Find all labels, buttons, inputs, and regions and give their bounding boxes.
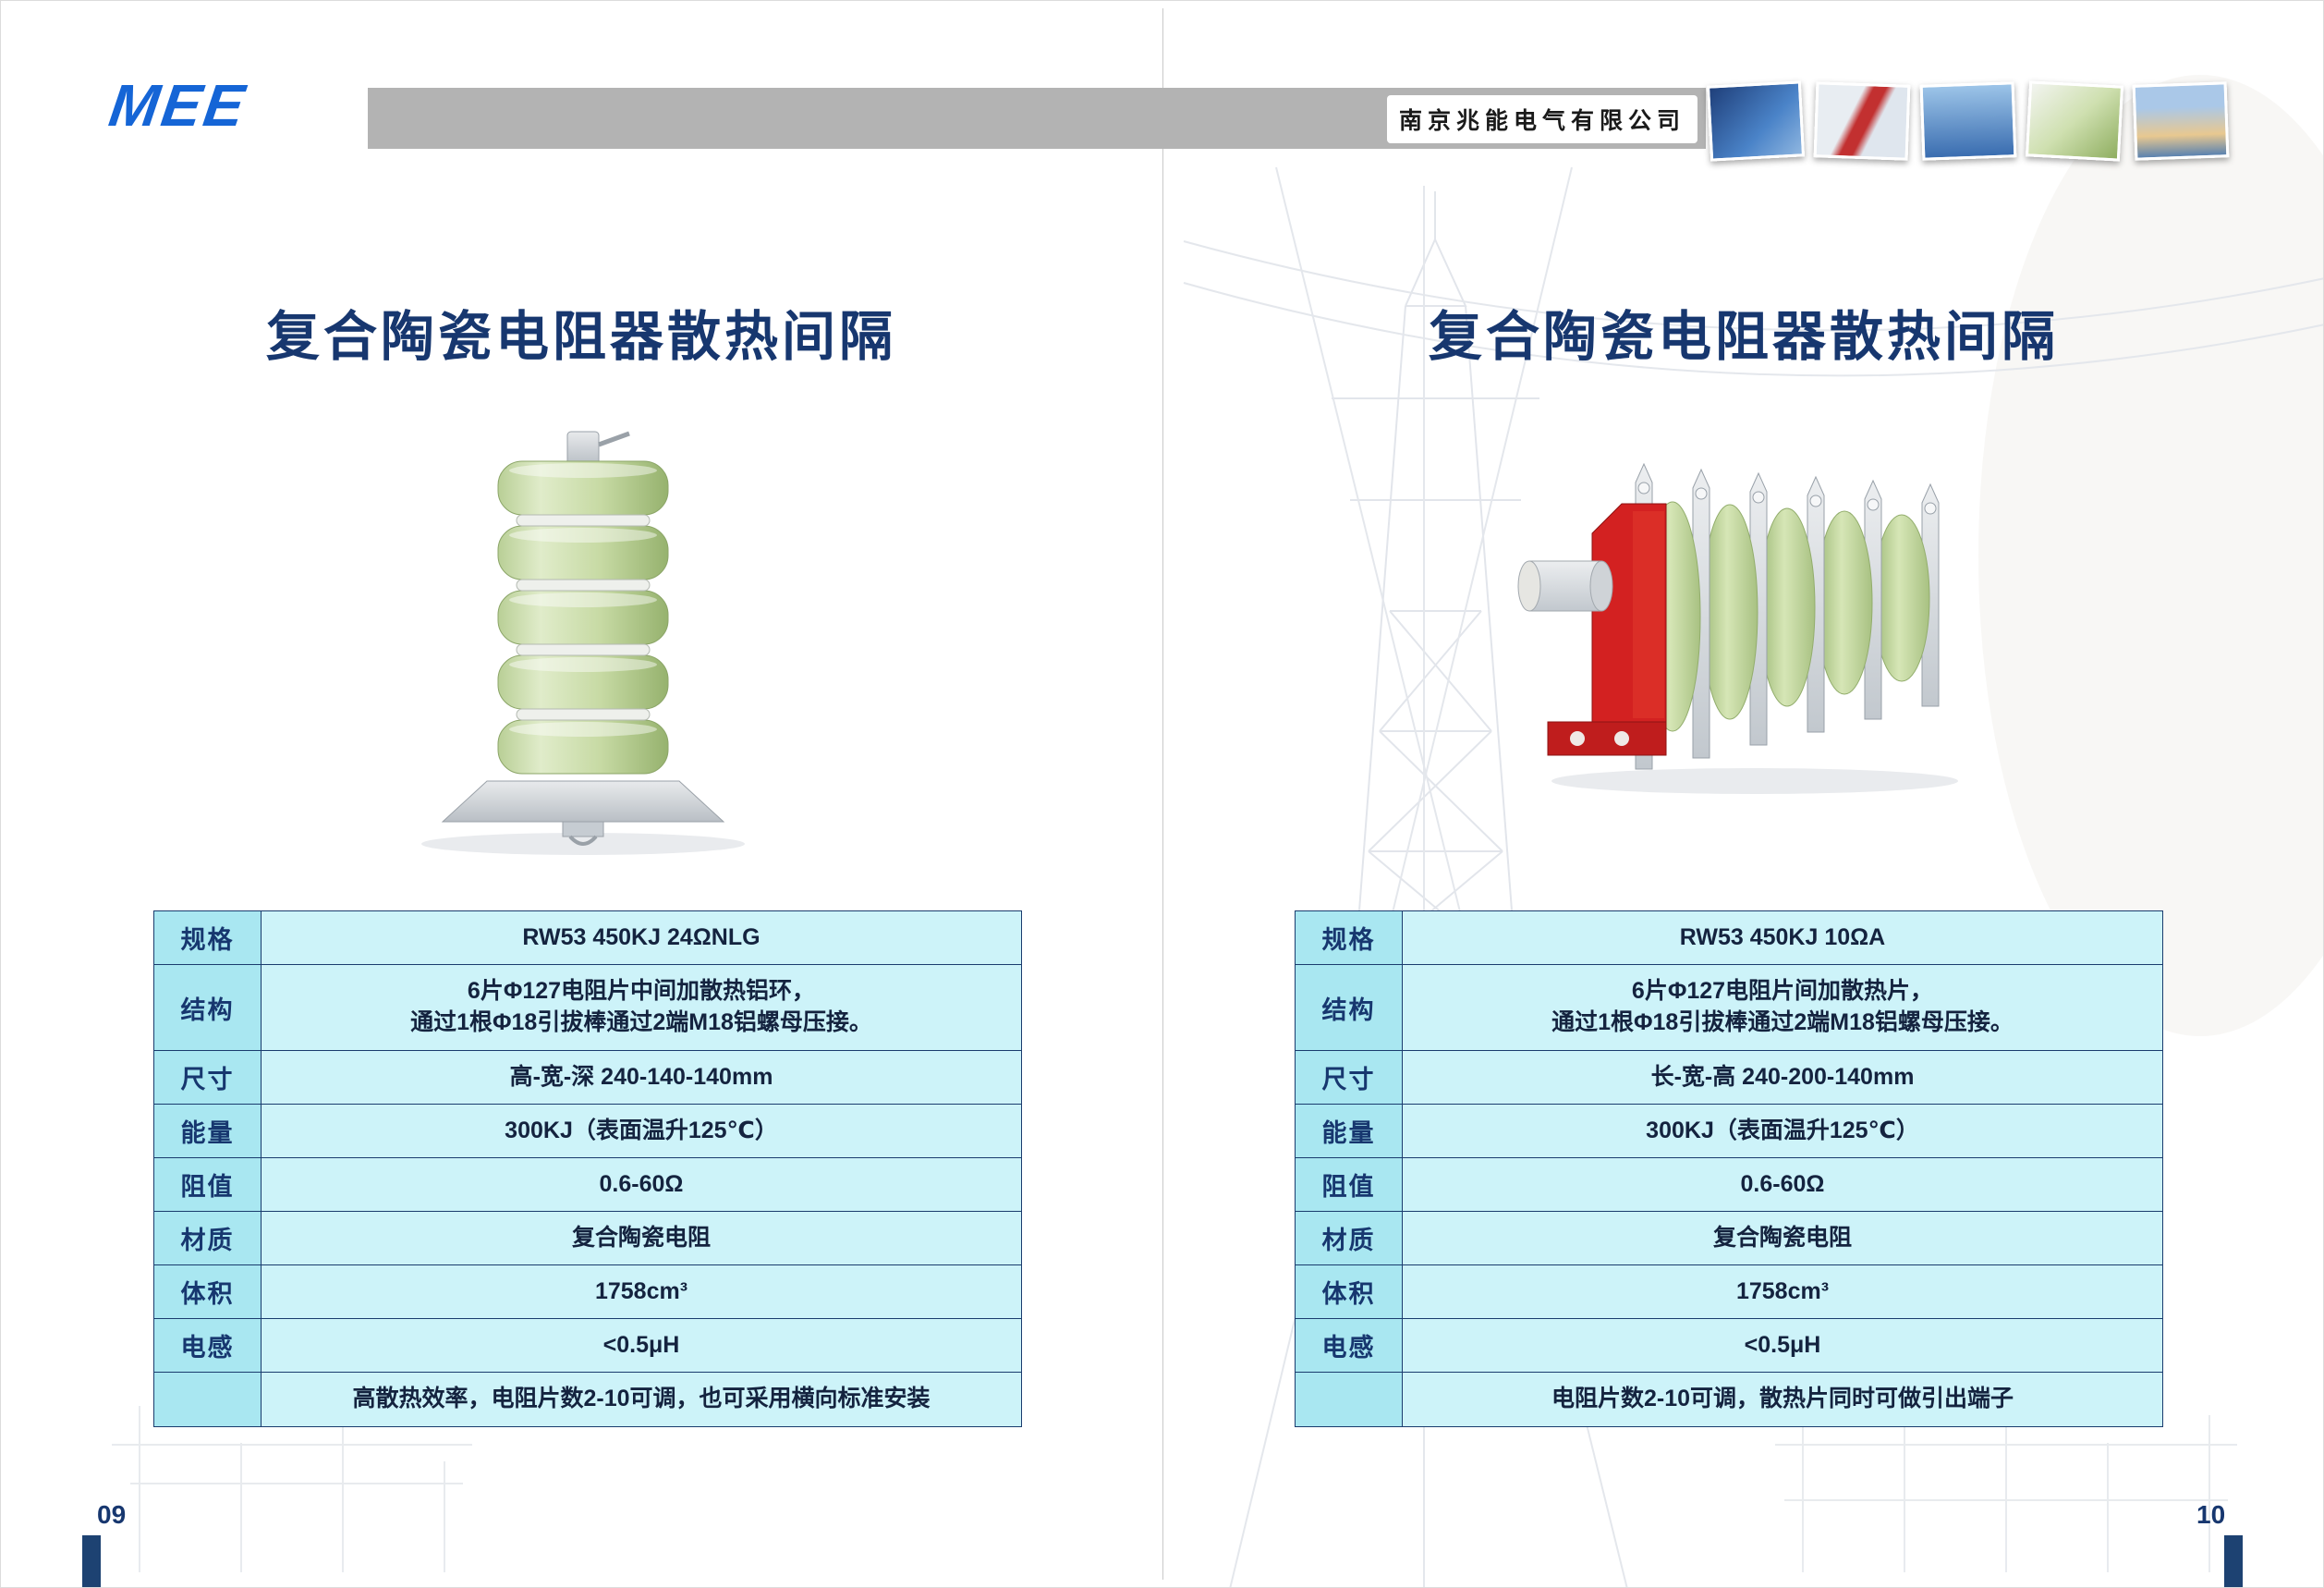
spec-table: 规格 RW53 450KJ 24ΩNLG 结构 6片Φ127电阻片中间加散热铝环… xyxy=(153,910,1022,1427)
table-row: 规格 RW53 450KJ 24ΩNLG xyxy=(154,911,1021,965)
table-row: 结构 6片Φ127电阻片间加散热片， 通过1根Φ18引拔棒通过2端M18铝螺母压… xyxy=(1296,965,2162,1051)
row-value: <0.5μH xyxy=(262,1319,1021,1372)
row-label xyxy=(154,1373,262,1426)
page-number: 09 xyxy=(97,1500,127,1529)
table-row: 阻值 0.6-60Ω xyxy=(1296,1158,2162,1212)
stacked-resistor-illustration xyxy=(421,431,745,855)
table-row-note: 电阻片数2-10可调，散热片同时可做引出端子 xyxy=(1296,1373,2162,1426)
gallery-thumb-5 xyxy=(2132,81,2230,161)
row-label: 规格 xyxy=(1296,911,1403,964)
table-row: 阻值 0.6-60Ω xyxy=(154,1158,1021,1212)
row-value: RW53 450KJ 24ΩNLG xyxy=(262,911,1021,964)
product-photo-stacked-resistor xyxy=(398,419,768,862)
table-row: 结构 6片Φ127电阻片中间加散热铝环， 通过1根Φ18引拔棒通过2端M18铝螺… xyxy=(154,965,1021,1051)
mee-logo: MEE xyxy=(104,72,251,139)
row-value: <0.5μH xyxy=(1403,1319,2162,1372)
row-label: 尺寸 xyxy=(154,1051,262,1104)
row-value: 1758cm³ xyxy=(262,1265,1021,1318)
page-10: 复合陶瓷电阻器散热间隔 xyxy=(1163,1,2323,1587)
row-label: 体积 xyxy=(154,1265,262,1318)
gallery-thumb-2 xyxy=(1813,81,1911,161)
gallery-thumb-4 xyxy=(2025,80,2124,162)
page-edge-bar xyxy=(2224,1535,2243,1587)
row-label: 尺寸 xyxy=(1296,1051,1403,1104)
page-title: 复合陶瓷电阻器散热间隔 xyxy=(1428,307,2059,367)
row-label: 电感 xyxy=(154,1319,262,1372)
company-name: 南京兆能电气有限公司 xyxy=(1398,108,1685,134)
row-value: 6片Φ127电阻片间加散热片， 通过1根Φ18引拔棒通过2端M18铝螺母压接。 xyxy=(1403,965,2162,1050)
row-value: 300KJ（表面温升125℃） xyxy=(1403,1105,2162,1157)
gallery-thumb-1 xyxy=(1706,80,1806,162)
row-value: 复合陶瓷电阻 xyxy=(262,1212,1021,1264)
table-row: 能量 300KJ（表面温升125℃） xyxy=(154,1105,1021,1158)
page-number: 10 xyxy=(2196,1500,2226,1529)
table-row: 尺寸 高-宽-深 240-140-140mm xyxy=(154,1051,1021,1105)
table-row: 电感 <0.5μH xyxy=(1296,1319,2162,1373)
row-value: 长-宽-高 240-200-140mm xyxy=(1403,1051,2162,1104)
product-photo-finned-resistor xyxy=(1496,415,2014,812)
table-row: 材质 复合陶瓷电阻 xyxy=(154,1212,1021,1265)
row-value: 高-宽-深 240-140-140mm xyxy=(262,1051,1021,1104)
row-value: 0.6-60Ω xyxy=(262,1158,1021,1211)
row-value: 0.6-60Ω xyxy=(1403,1158,2162,1211)
row-label: 阻值 xyxy=(1296,1158,1403,1211)
row-label: 规格 xyxy=(154,911,262,964)
row-label: 能量 xyxy=(1296,1105,1403,1157)
table-row: 尺寸 长-宽-高 240-200-140mm xyxy=(1296,1051,2162,1105)
table-row: 体积 1758cm³ xyxy=(154,1265,1021,1319)
row-label: 阻值 xyxy=(154,1158,262,1211)
page-edge-bar xyxy=(82,1535,101,1587)
table-row: 能量 300KJ（表面温升125℃） xyxy=(1296,1105,2162,1158)
gallery-thumb-3 xyxy=(1919,81,2017,161)
page-09: 复合陶瓷电阻器散热间隔 xyxy=(1,1,1162,1587)
row-label: 结构 xyxy=(1296,965,1403,1050)
row-value: 高散热效率，电阻片数2-10可调，也可采用横向标准安装 xyxy=(262,1373,1021,1426)
row-label: 材质 xyxy=(1296,1212,1403,1264)
row-value: 电阻片数2-10可调，散热片同时可做引出端子 xyxy=(1403,1373,2162,1426)
row-value: RW53 450KJ 10ΩA xyxy=(1403,911,2162,964)
row-value: 复合陶瓷电阻 xyxy=(1403,1212,2162,1264)
row-label: 体积 xyxy=(1296,1265,1403,1318)
page-title: 复合陶瓷电阻器散热间隔 xyxy=(265,307,896,367)
row-value: 300KJ（表面温升125℃） xyxy=(262,1105,1021,1157)
spec-table: 规格 RW53 450KJ 10ΩA 结构 6片Φ127电阻片间加散热片， 通过… xyxy=(1295,910,2163,1427)
finned-resistor-illustration xyxy=(1517,462,1958,794)
row-label: 能量 xyxy=(154,1105,262,1157)
page-divider xyxy=(1162,8,1163,1580)
header-gallery xyxy=(1706,79,2245,164)
table-row: 电感 <0.5μH xyxy=(154,1319,1021,1373)
table-row: 材质 复合陶瓷电阻 xyxy=(1296,1212,2162,1265)
table-row: 体积 1758cm³ xyxy=(1296,1265,2162,1319)
table-row-note: 高散热效率，电阻片数2-10可调，也可采用横向标准安装 xyxy=(154,1373,1021,1426)
row-label: 结构 xyxy=(154,965,262,1050)
company-name-plate: 南京兆能电气有限公司 xyxy=(1387,95,1697,143)
row-label xyxy=(1296,1373,1403,1426)
row-value: 1758cm³ xyxy=(1403,1265,2162,1318)
row-label: 电感 xyxy=(1296,1319,1403,1372)
table-row: 规格 RW53 450KJ 10ΩA xyxy=(1296,911,2162,965)
row-value: 6片Φ127电阻片中间加散热铝环， 通过1根Φ18引拔棒通过2端M18铝螺母压接… xyxy=(262,965,1021,1050)
row-label: 材质 xyxy=(154,1212,262,1264)
